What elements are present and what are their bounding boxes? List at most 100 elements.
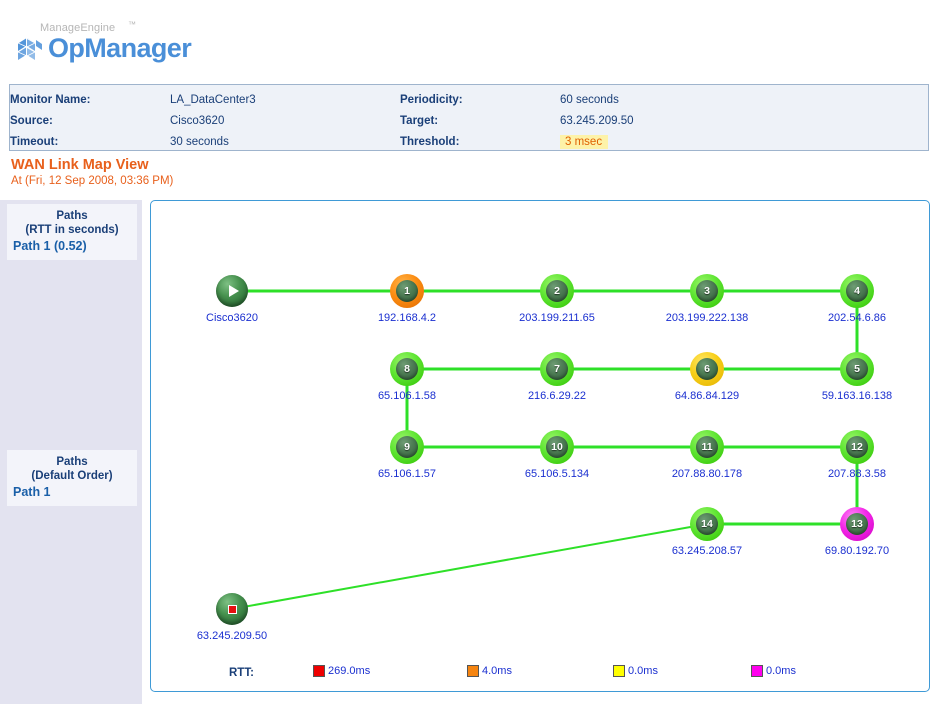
paths-default-header: Paths (Default Order) <box>11 455 133 483</box>
logo-product-text: OpManager <box>48 33 192 63</box>
destination-node[interactable] <box>216 593 248 625</box>
legend-swatch-icon <box>613 665 625 677</box>
paths-rtt-header: Paths (RTT in seconds) <box>11 209 133 237</box>
hop-node-number: 11 <box>701 441 713 453</box>
threshold-value-cell: 3 msec <box>560 131 928 152</box>
hop-node-core <box>696 358 718 380</box>
hop-node-core <box>696 513 718 535</box>
source-value: Cisco3620 <box>170 114 225 127</box>
periodicity-value: 60 seconds <box>560 93 619 106</box>
hop-node-9[interactable]: 9 <box>390 430 424 464</box>
hop-node-number: 6 <box>704 363 710 375</box>
legend-value: 269.0ms <box>328 665 371 677</box>
node-label: 65.106.1.57 <box>377 468 437 480</box>
legend-item: 269.0ms <box>313 665 370 677</box>
legend-value: 0.0ms <box>766 665 796 677</box>
hop-node-number: 12 <box>851 441 863 453</box>
hop-node-core <box>546 280 568 302</box>
hop-node-core <box>696 436 718 458</box>
paths-default-header-line1: Paths <box>56 456 88 468</box>
node-label: 59.163.16.138 <box>821 390 893 402</box>
target-value: 63.245.209.50 <box>560 114 634 127</box>
paths-default-header-line2: (Default Order) <box>31 470 113 482</box>
page-subtitle: At (Fri, 12 Sep 2008, 03:36 PM) <box>11 175 174 187</box>
hop-node-8[interactable]: 8 <box>390 352 424 386</box>
hop-node-core <box>546 436 568 458</box>
hop-node-12[interactable]: 12 <box>840 430 874 464</box>
hop-node-core <box>396 436 418 458</box>
timeout-label: Timeout: <box>10 135 59 148</box>
legend-value: 0.0ms <box>628 665 658 677</box>
hop-node-core <box>846 280 868 302</box>
timeout-value: 30 seconds <box>170 135 229 148</box>
hop-node-core <box>846 513 868 535</box>
hop-node-number: 13 <box>851 518 863 530</box>
hop-node-core <box>846 358 868 380</box>
hop-node-number: 9 <box>404 441 410 453</box>
paths-rtt-header-line1: Paths <box>56 210 88 222</box>
node-label: 65.106.1.58 <box>377 390 437 402</box>
table-row: Timeout: 30 seconds Threshold: 3 msec <box>10 131 928 152</box>
legend-item: 0.0ms <box>751 665 796 677</box>
monitor-name-value: LA_DataCenter3 <box>170 93 256 106</box>
hop-node-7[interactable]: 7 <box>540 352 574 386</box>
hop-node-14[interactable]: 14 <box>690 507 724 541</box>
hop-node-number: 10 <box>551 441 563 453</box>
node-label: 203.199.211.65 <box>519 312 595 324</box>
monitor-name-label: Monitor Name: <box>10 93 91 106</box>
threshold-label: Threshold: <box>400 135 460 148</box>
play-icon <box>216 275 248 307</box>
hop-node-core <box>696 280 718 302</box>
paths-sidebar: Paths (RTT in seconds) Path 1 (0.52) Pat… <box>0 200 142 704</box>
node-label: 65.106.5.134 <box>524 468 590 480</box>
hop-node-number: 5 <box>854 363 860 375</box>
hop-node-number: 14 <box>701 518 713 530</box>
hop-node-10[interactable]: 10 <box>540 430 574 464</box>
trademark-icon: ™ <box>128 20 136 29</box>
node-label: 202.54.6.86 <box>827 312 887 324</box>
hop-node-3[interactable]: 3 <box>690 274 724 308</box>
node-label: 203.199.222.138 <box>665 312 749 324</box>
play-icon-shape <box>228 285 239 297</box>
hop-node-core <box>396 358 418 380</box>
legend-item: 0.0ms <box>613 665 658 677</box>
hop-node-5[interactable]: 5 <box>840 352 874 386</box>
hop-node-number: 2 <box>554 285 560 297</box>
node-label: 63.245.208.57 <box>671 545 743 557</box>
opmanager-cube-icon <box>16 36 44 62</box>
page-title: WAN Link Map View <box>11 157 149 173</box>
node-label: 216.6.29.22 <box>527 390 587 402</box>
hop-node-11[interactable]: 11 <box>690 430 724 464</box>
legend-swatch-icon <box>467 665 479 677</box>
hop-node-number: 8 <box>404 363 410 375</box>
hop-node-2[interactable]: 2 <box>540 274 574 308</box>
node-label: Cisco3620 <box>206 312 258 324</box>
source-label: Source: <box>10 114 53 127</box>
table-row: Source: Cisco3620 Target: 63.245.209.50 <box>10 110 928 131</box>
hop-node-13[interactable]: 13 <box>840 507 874 541</box>
source-node[interactable] <box>216 275 248 307</box>
node-label: 207.88.3.58 <box>827 468 887 480</box>
paths-default-group: Paths (Default Order) Path 1 <box>7 450 137 506</box>
paths-rtt-group: Paths (RTT in seconds) Path 1 (0.52) <box>7 204 137 260</box>
target-label: Target: <box>400 114 439 127</box>
sidebar-item-path-1-default[interactable]: Path 1 <box>13 485 51 499</box>
hop-node-number: 3 <box>704 285 710 297</box>
hop-node-number: 1 <box>404 285 410 297</box>
hop-node-core <box>846 436 868 458</box>
hop-node-6[interactable]: 6 <box>690 352 724 386</box>
stop-icon <box>216 593 248 625</box>
map-link <box>244 525 694 608</box>
legend-swatch-icon <box>751 665 763 677</box>
sidebar-item-path-1-rtt[interactable]: Path 1 (0.52) <box>13 239 87 253</box>
logo-brand-text: ManageEngine <box>40 22 116 34</box>
hop-node-1[interactable]: 1 <box>390 274 424 308</box>
node-label: 69.80.192.70 <box>824 545 890 557</box>
hop-node-4[interactable]: 4 <box>840 274 874 308</box>
table-row: Monitor Name: LA_DataCenter3 Periodicity… <box>10 89 928 110</box>
threshold-badge: 3 msec <box>560 134 609 149</box>
monitor-info-table: Monitor Name: LA_DataCenter3 Periodicity… <box>10 89 928 152</box>
